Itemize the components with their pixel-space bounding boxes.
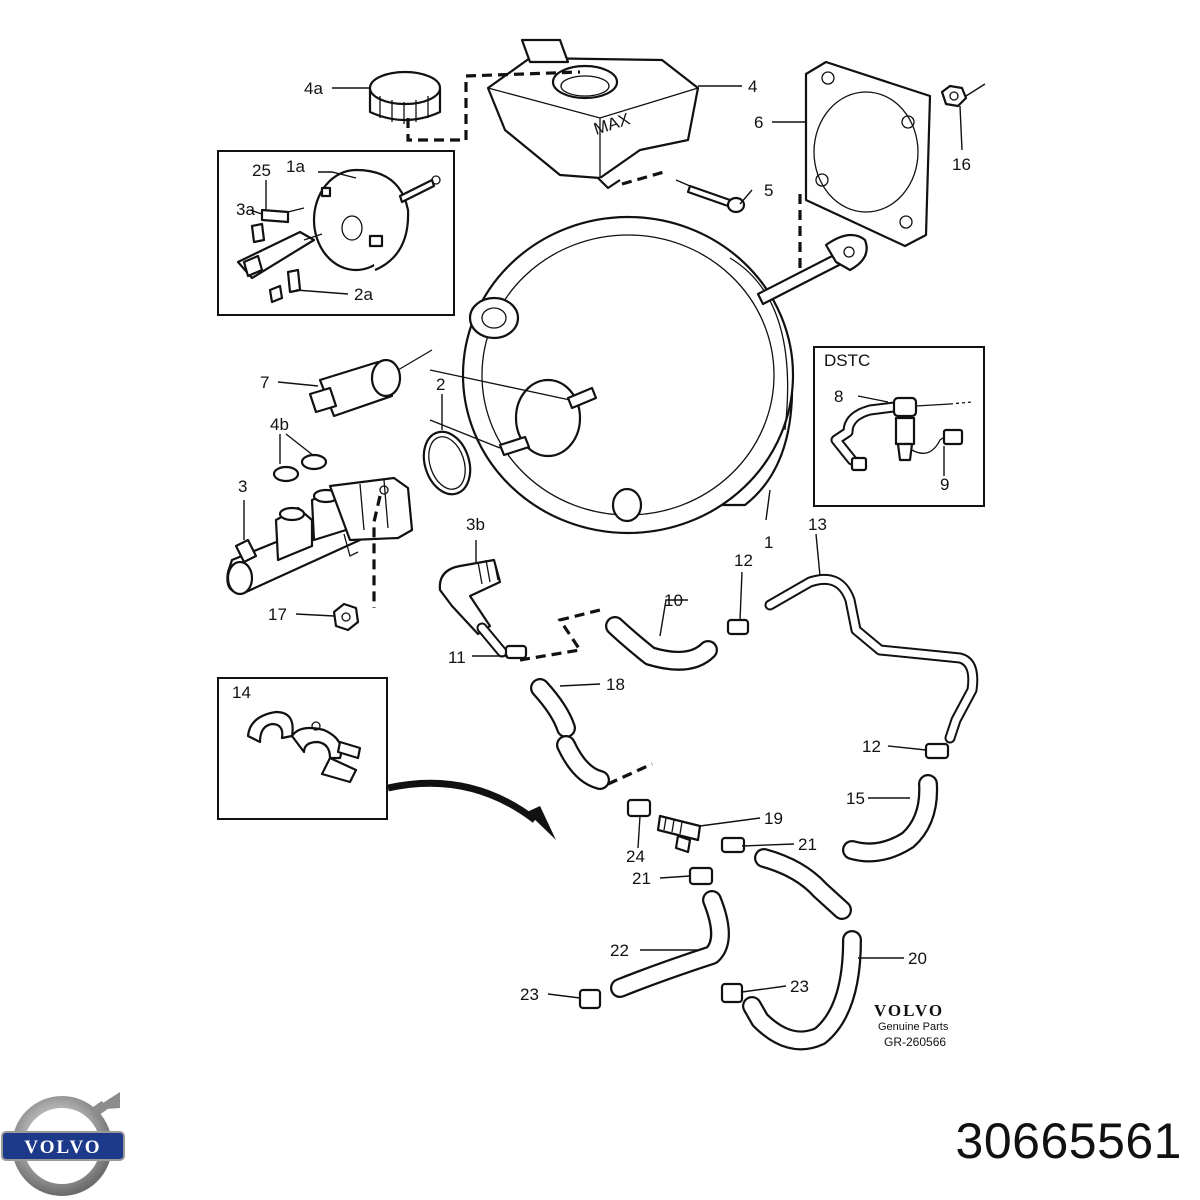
callout-12-upper: 12 [734, 551, 753, 570]
clamp-12-upper [726, 618, 750, 636]
dash-hose-lower [607, 762, 653, 786]
callout-23-left: 23 [520, 985, 539, 1004]
callout-1a: 1a [286, 157, 305, 176]
callout-13: 13 [808, 515, 827, 534]
logo-arrow-shaft [90, 1100, 108, 1118]
callout-2a: 2a [354, 285, 373, 304]
brake-booster [429, 215, 868, 535]
callout-14: 14 [232, 683, 251, 702]
check-valve-3b [438, 558, 508, 658]
callout-19: 19 [764, 809, 783, 828]
callout-21-right: 21 [798, 835, 817, 854]
callout-4: 4 [748, 77, 757, 96]
logo-wordmark: VOLVO [24, 1137, 101, 1158]
fluid-reservoir: MAX [486, 38, 700, 190]
callout-labels: 4a 4 6 16 5 25 1a 3a 2a 7 2 4b 3 3b 1 13… [232, 77, 971, 1004]
clamp-24 [626, 798, 652, 818]
callout-11: 11 [448, 648, 466, 667]
clamp-23-left [578, 988, 602, 1010]
leader-lines [243, 83, 986, 999]
o-ring-2 [422, 430, 472, 496]
hose-clip-14 [246, 710, 362, 784]
volvo-logo: VOLVO [1, 1092, 125, 1196]
inset-box-dstc [813, 346, 985, 507]
drawing-reference: GR-260566 [884, 1035, 946, 1049]
callout-20: 20 [908, 949, 927, 968]
callout-15: 15 [846, 789, 865, 808]
genuine-parts-block: VOLVO Genuine Parts GR-260566 [874, 1001, 949, 1049]
clamp-11 [504, 644, 528, 660]
clamp-12-lower [924, 742, 950, 760]
dash-mc-nut [372, 495, 382, 608]
bolt-5 [686, 184, 746, 214]
callout-18: 18 [606, 675, 625, 694]
dstc-pressure-sensor [830, 396, 973, 472]
callout-21-left: 21 [632, 869, 651, 888]
arrow-from-inset-14 [387, 779, 538, 823]
callout-24: 24 [626, 847, 645, 866]
reservoir-cap [368, 70, 442, 124]
o-ring-right [300, 453, 328, 471]
callout-8: 8 [834, 387, 843, 406]
callout-2: 2 [436, 375, 445, 394]
callout-5: 5 [764, 181, 773, 200]
callout-3: 3 [238, 477, 247, 496]
inset-box-14 [217, 677, 388, 820]
callout-6: 6 [754, 113, 763, 132]
nut-16 [940, 84, 968, 108]
nut-17 [332, 602, 360, 632]
callout-4a: 4a [304, 79, 323, 98]
callout-12-lower: 12 [862, 737, 881, 756]
connector-19 [656, 814, 702, 854]
inset-1a-booster [236, 168, 441, 304]
dash-valve-hose [519, 608, 601, 662]
callout-16: 16 [952, 155, 971, 174]
callout-dstc: DSTC [824, 351, 870, 370]
callout-3b: 3b [466, 515, 485, 534]
dash-cap-reservoir [406, 70, 581, 142]
callout-17: 17 [268, 605, 287, 624]
genuine-parts-wordmark: VOLVO [874, 1001, 944, 1020]
callout-7: 7 [260, 373, 269, 392]
logo-bar [1, 1131, 125, 1161]
callout-22: 22 [610, 941, 629, 960]
callout-25: 25 [252, 161, 271, 180]
callout-9: 9 [940, 475, 949, 494]
callout-10: 10 [664, 591, 683, 610]
clamp-21-left [688, 866, 714, 886]
callout-23-right: 23 [790, 977, 809, 996]
clamp-21-right [720, 836, 746, 854]
o-ring-left [272, 465, 300, 483]
callout-1: 1 [764, 533, 773, 552]
genuine-parts-line: Genuine Parts [878, 1021, 949, 1033]
vacuum-sensor [308, 349, 433, 418]
clamp-23-right [720, 982, 744, 1004]
callout-4b: 4b [270, 415, 289, 434]
master-cylinder [226, 476, 414, 596]
callout-3a: 3a [236, 200, 255, 219]
part-number: 30665561 [955, 1113, 1182, 1169]
dash-reservoir-bolt [621, 170, 665, 186]
mounting-gasket [804, 60, 932, 248]
inset-box-1a [217, 150, 455, 316]
